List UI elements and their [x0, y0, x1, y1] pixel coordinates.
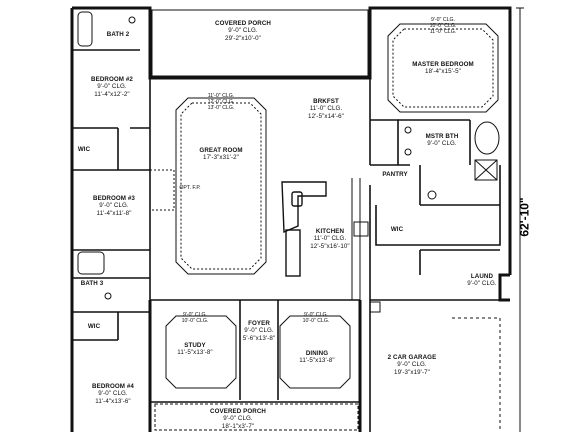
room-ceiling: 9'-0" CLG. — [244, 327, 274, 335]
room-label-great-room: GREAT ROOM 17'-3"x31'-2" — [199, 147, 242, 162]
room-name: STUDY — [184, 342, 206, 349]
room-size: 11'-5"x13'-8" — [299, 357, 335, 365]
room-name: BATH 2 — [106, 31, 130, 38]
room-label-kitchen: KITCHEN 11'-0" CLG. 12'-5"x16'-10" — [310, 228, 349, 250]
room-label-master-bedroom: MASTER BEDROOM 18'-4"x15'-5" — [412, 61, 474, 76]
room-ceiling: 9'-0" CLG. — [97, 83, 127, 91]
room-size: 5'-6"x13'-8" — [242, 334, 276, 342]
room-label-wic-master: WIC — [391, 226, 403, 233]
room-ceiling: 9'-0" CLG. — [427, 140, 457, 148]
room-ceiling: 11'-0" CLG. — [309, 105, 343, 113]
ceiling-level-1: 9'-0" CLG. — [304, 312, 328, 318]
room-name: COVERED PORCH — [215, 20, 271, 27]
room-size: 11'-4"x13'-6" — [95, 397, 131, 405]
room-size: 11'-4"x12'-2" — [94, 90, 130, 98]
room-label-pantry: PANTRY — [382, 171, 407, 178]
room-label-dining: DINING 11'-5"x13'-8" — [299, 350, 334, 365]
room-label-wic-bed2: WIC — [78, 146, 90, 153]
room-size: 18'-4"x15'-5" — [425, 68, 461, 76]
room-label-brkfst: BRKFST 11'-0" CLG. 12'-5"x14'-6" — [308, 98, 344, 120]
room-name: LAUND — [470, 273, 494, 280]
dining-ceilings: 9'-0" CLG. 10'-0" CLG. — [303, 312, 330, 324]
room-name: COVERED PORCH — [210, 408, 266, 415]
room-label-bedroom2: BEDROOM #2 9'-0" CLG. 11'-4"x12'-2" — [91, 76, 133, 98]
room-label-laund: LAUND 9'-0" CLG. — [467, 273, 496, 288]
study-ceilings: 9'-0" CLG. 10'-0" CLG. — [182, 312, 209, 324]
ceiling-level-2: 12'-0" CLG. — [207, 99, 235, 105]
room-label-mstr-bth: MSTR BTH 9'-0" CLG. — [426, 133, 459, 148]
room-label-study: STUDY 11'-5"x13'-8" — [177, 342, 212, 357]
room-label-garage: 2 CAR GARAGE 9'-0" CLG. 19'-3"x19'-7" — [388, 354, 437, 376]
room-name: PANTRY — [382, 171, 408, 178]
room-label-bath2: BATH 2 — [107, 31, 130, 38]
ceiling-level-3: 13'-0" CLG. — [207, 105, 235, 111]
fireplace-text: OPT. F.P. — [179, 185, 201, 191]
room-size: 19'-3"x19'-7" — [394, 368, 430, 376]
ceiling-level-2: 10'-0" CLG. — [302, 318, 330, 324]
room-name: DINING — [305, 350, 329, 357]
room-name: GREAT ROOM — [199, 147, 243, 154]
room-name: KITCHEN — [315, 228, 345, 235]
room-name: WIC — [77, 146, 91, 153]
ceiling-level-1: 11'-0" CLG. — [207, 93, 235, 99]
room-name: 2 CAR GARAGE — [387, 354, 437, 361]
room-name: BEDROOM #2 — [91, 76, 133, 83]
room-label-foyer: FOYER 9'-0" CLG. 5'-6"x13'-8" — [243, 320, 275, 342]
room-label-bath3: BATH 3 — [81, 280, 104, 287]
room-label-covered-porch-rear: COVERED PORCH 9'-0" CLG. 29'-2"x10'-0" — [215, 20, 271, 42]
ceiling-level-1: 9'-0" CLG. — [183, 312, 207, 318]
room-size: 11'-4"x11'-8" — [96, 209, 132, 217]
room-ceiling: 9'-0" CLG. — [467, 280, 497, 288]
room-ceiling: 9'-0" CLG. — [397, 361, 427, 369]
room-ceiling: 9'-0" CLG. — [98, 390, 128, 398]
fireplace-label: OPT. F.P. — [179, 185, 200, 191]
great-room-ceilings: 11'-0" CLG. 12'-0" CLG. 13'-0" CLG. — [208, 93, 235, 111]
room-name: WIC — [87, 323, 101, 330]
room-size: 29'-2"x10'-0" — [225, 34, 261, 42]
ceiling-level-2: 10'-0" CLG. — [429, 23, 457, 29]
room-size: 11'-5"x13'-8" — [177, 349, 213, 357]
room-name: FOYER — [248, 320, 270, 327]
ceiling-level-3: 11'-0" CLG. — [429, 29, 457, 35]
room-label-covered-porch-front: COVERED PORCH 9'-0" CLG. 18'-1"x3'-7" — [210, 408, 266, 430]
room-name: BEDROOM #3 — [93, 195, 135, 202]
ceiling-level-2: 10'-0" CLG. — [181, 318, 209, 324]
room-ceiling: 11'-0" CLG. — [313, 235, 347, 243]
room-size: 12'-5"x16'-10" — [310, 242, 350, 250]
room-ceiling: 9'-0" CLG. — [99, 202, 129, 210]
room-name: BATH 3 — [80, 280, 104, 287]
room-label-bedroom3: BEDROOM #3 9'-0" CLG. 11'-4"x11'-8" — [93, 195, 135, 217]
room-name: MASTER BEDROOM — [412, 61, 474, 68]
room-name: BEDROOM #4 — [92, 383, 134, 390]
room-name: MSTR BTH — [425, 133, 459, 140]
room-name: BRKFST — [313, 98, 339, 105]
room-size: 17'-3"x31'-2" — [203, 154, 239, 162]
overall-depth-dimension: 62'-10" — [517, 197, 532, 237]
room-ceiling: 9'-0" CLG. — [223, 415, 253, 423]
ceiling-level-1: 9'-0" CLG. — [431, 17, 455, 23]
room-name: WIC — [390, 226, 404, 233]
master-bedroom-ceilings: 9'-0" CLG. 10'-0" CLG. 11'-0" CLG. — [430, 17, 457, 35]
room-ceiling: 9'-0" CLG. — [228, 27, 258, 35]
room-size: 18'-1"x3'-7" — [221, 422, 255, 430]
room-size: 12'-5"x14'-6" — [308, 112, 344, 120]
room-label-bedroom4: BEDROOM #4 9'-0" CLG. 11'-4"x13'-6" — [92, 383, 134, 405]
room-label-wic-bed4: WIC — [88, 323, 100, 330]
